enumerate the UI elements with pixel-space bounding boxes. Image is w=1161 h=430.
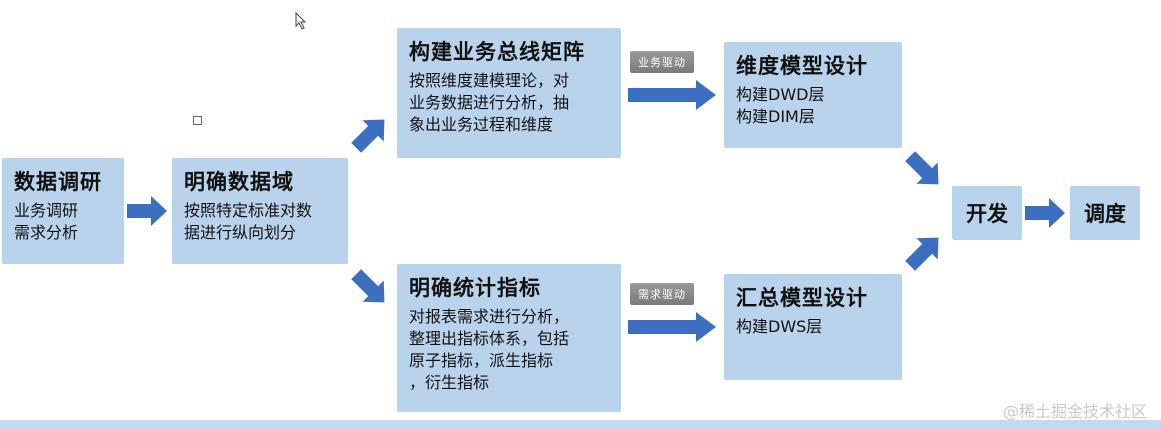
arrow-domain-to-metrics-icon <box>351 269 385 303</box>
node-desc: 业务调研 需求分析 <box>14 201 79 242</box>
node-desc: 构建DWS层 <box>736 317 823 336</box>
arrow-dim-to-develop-icon <box>905 151 939 185</box>
node-summary-model: 汇总模型设计 构建DWS层 <box>724 274 902 380</box>
node-title: 开发 <box>966 202 1008 226</box>
node-desc: 构建DWD层 构建DIM层 <box>736 85 825 126</box>
arrow-develop-to-schedule-icon <box>1025 198 1065 228</box>
node-data-research: 数据调研 业务调研 需求分析 <box>2 158 124 264</box>
node-title: 调度 <box>1084 202 1126 226</box>
node-develop: 开发 <box>952 186 1022 240</box>
node-metrics: 明确统计指标 对报表需求进行分析， 整理出指标体系，包括 原子指标，派生指标 ，… <box>397 264 621 412</box>
arrow-domain-to-bus-icon <box>351 119 385 153</box>
arrow-bus-to-dim-icon <box>628 80 716 110</box>
node-title: 数据调研 <box>14 170 102 194</box>
arrow-research-to-domain-icon <box>127 196 167 226</box>
node-desc: 按照特定标准对数 据进行纵向划分 <box>184 201 313 242</box>
node-desc: 对报表需求进行分析， 整理出指标体系，包括 原子指标，派生指标 ，衍生指标 <box>409 307 570 392</box>
node-title: 构建业务总线矩阵 <box>409 40 585 64</box>
node-title: 明确数据域 <box>184 170 294 194</box>
node-title: 汇总模型设计 <box>736 286 868 310</box>
node-bus-matrix: 构建业务总线矩阵 按照维度建模理论，对 业务数据进行分析，抽 象出业务过程和维度 <box>397 28 621 158</box>
node-title: 明确统计指标 <box>409 276 541 300</box>
arrow-metrics-to-summary-icon <box>628 312 716 342</box>
node-title: 维度模型设计 <box>736 54 868 78</box>
bottom-bar <box>0 420 1161 430</box>
demand-driven-tag: 需求驱动 <box>630 283 694 305</box>
watermark: @稀土掘金技术社区 <box>1002 402 1147 421</box>
mouse-cursor-icon <box>295 12 307 30</box>
node-desc: 按照维度建模理论，对 业务数据进行分析，抽 象出业务过程和维度 <box>409 71 570 134</box>
node-dimension-model: 维度模型设计 构建DWD层 构建DIM层 <box>724 42 902 148</box>
business-driven-tag: 业务驱动 <box>630 51 694 73</box>
arrow-summary-to-develop-icon <box>905 237 939 271</box>
selection-marker <box>193 116 202 125</box>
node-define-domain: 明确数据域 按照特定标准对数 据进行纵向划分 <box>172 158 348 264</box>
node-schedule: 调度 <box>1070 186 1140 240</box>
